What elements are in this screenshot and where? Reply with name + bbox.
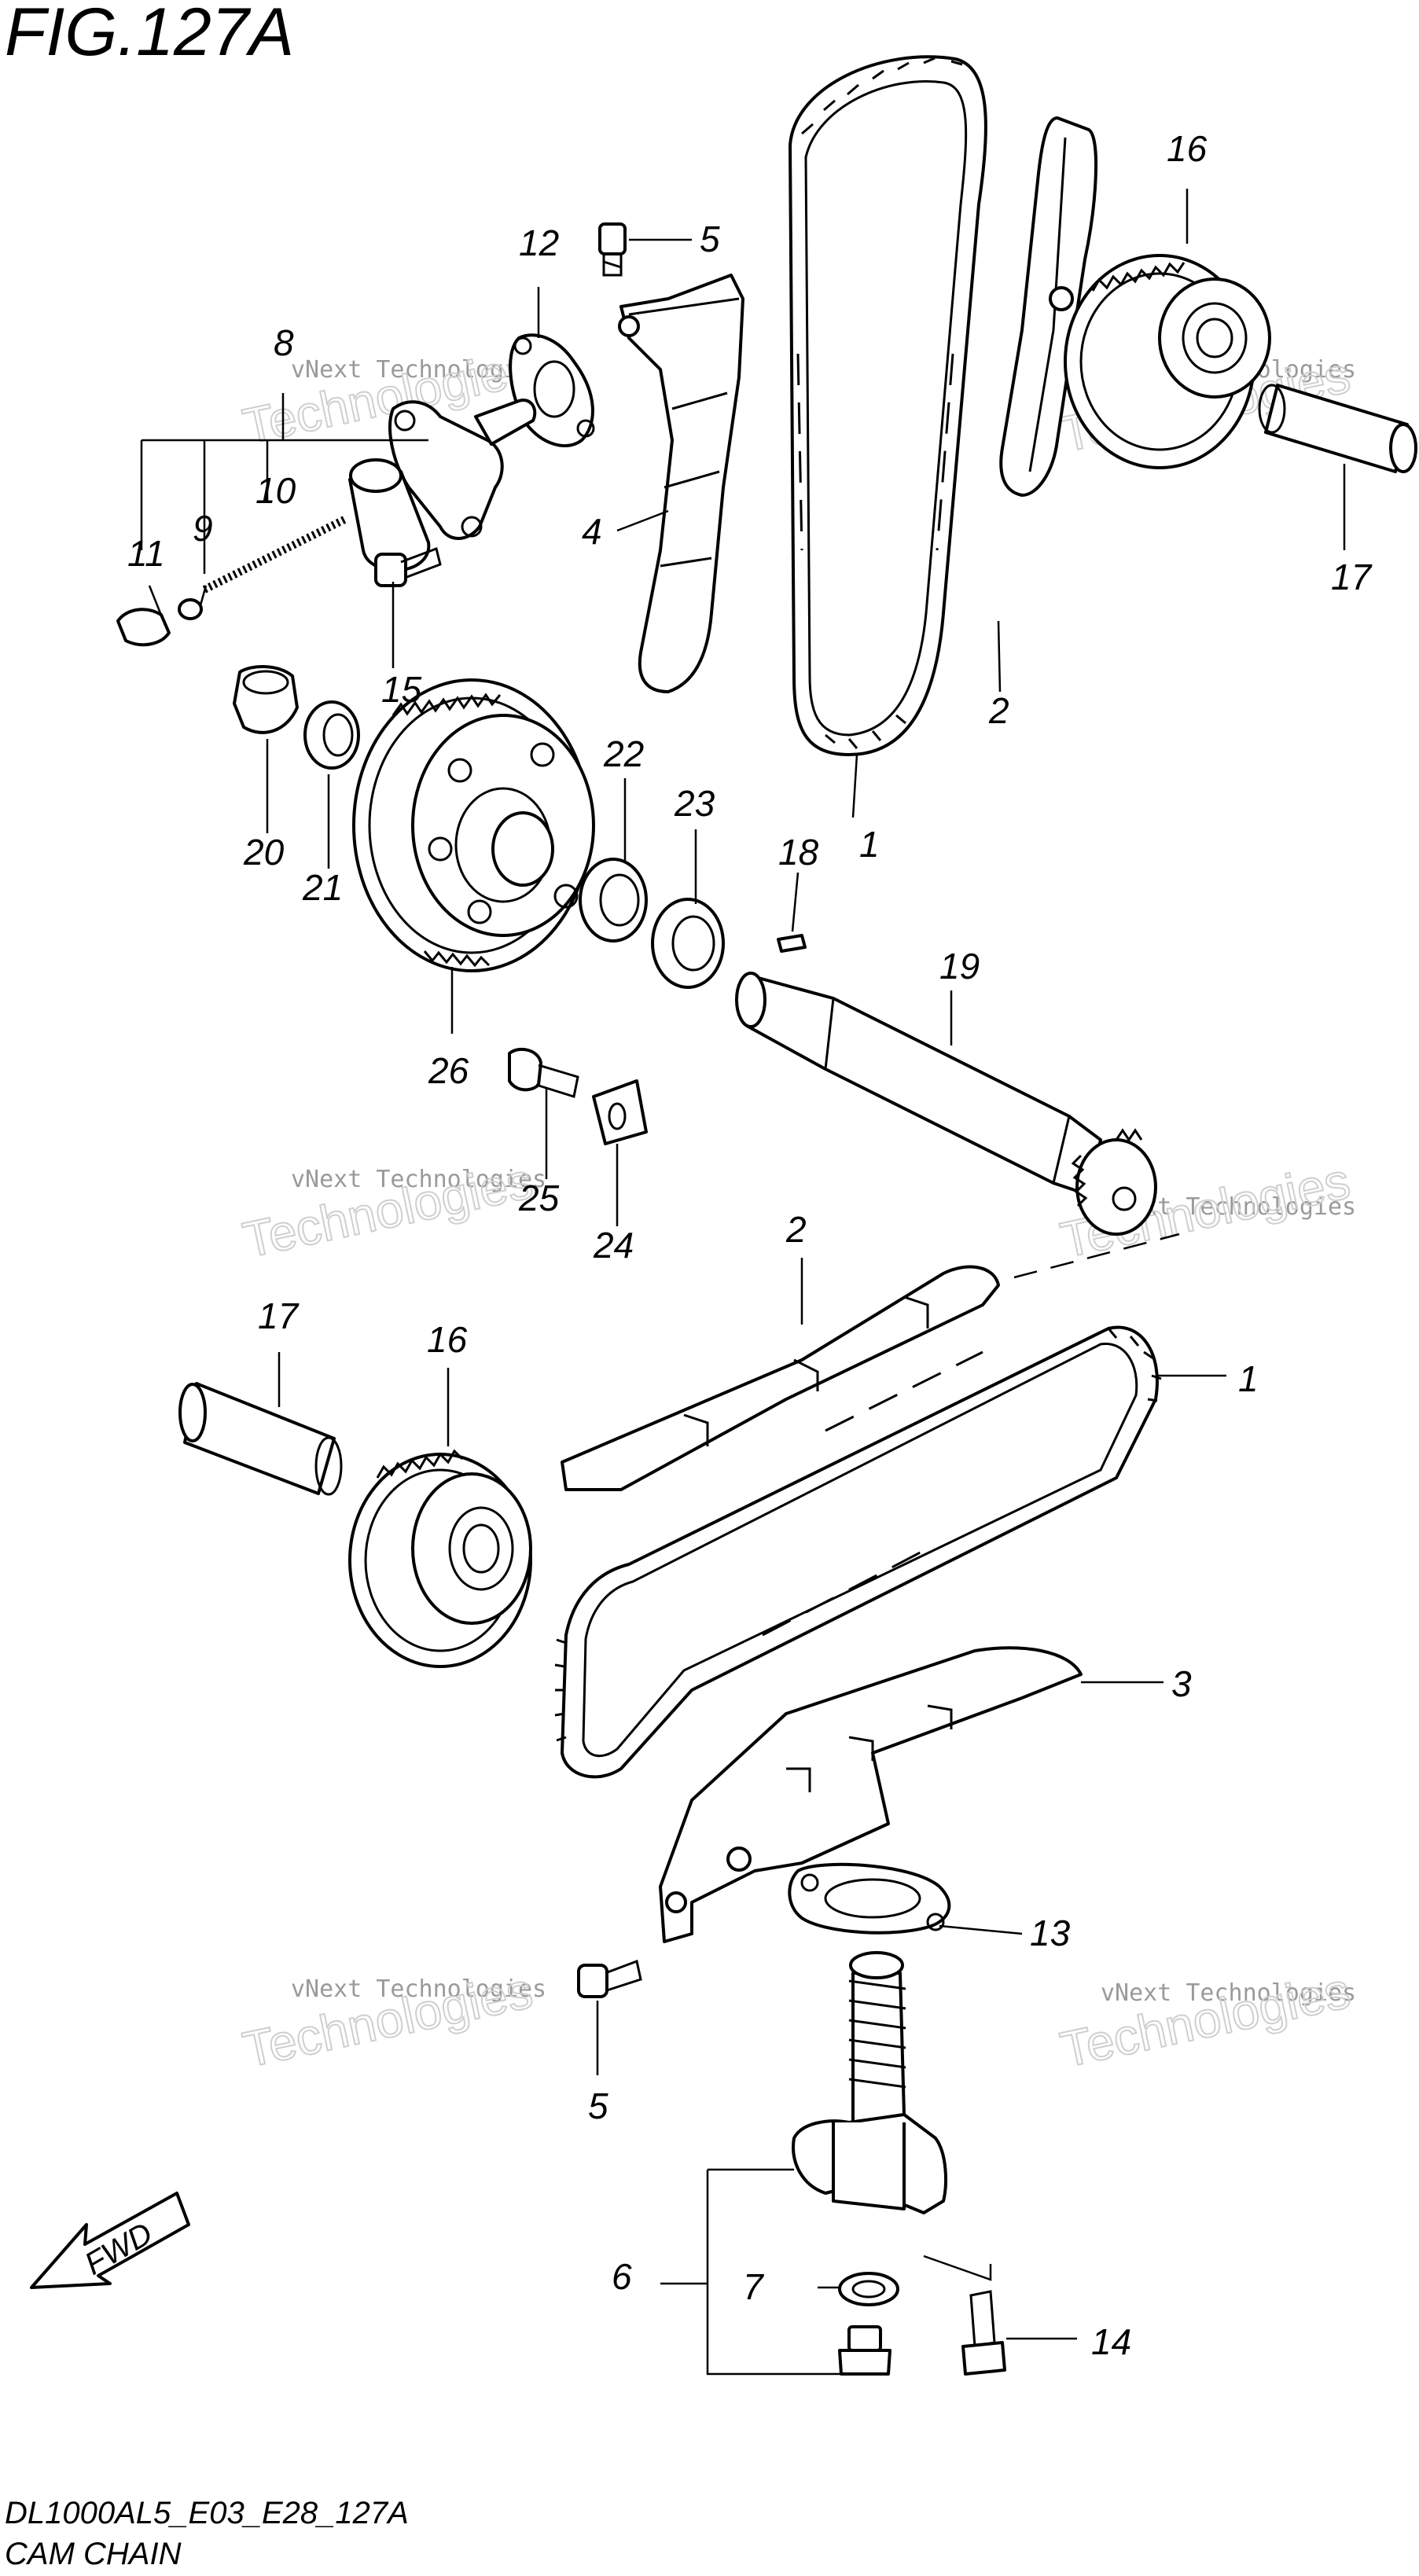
washer-7	[838, 2272, 899, 2306]
tensioner-assembly-upper	[116, 399, 537, 647]
fwd-arrow: FWD	[30, 2192, 190, 2289]
gear-26	[352, 678, 595, 972]
leader-lines	[140, 189, 1346, 2376]
bolt-lower	[577, 1959, 642, 1998]
callout-19: 19	[939, 946, 980, 987]
callout-18: 18	[778, 832, 819, 873]
callout-17: 17	[1331, 557, 1373, 597]
callout-10: 10	[255, 470, 296, 511]
shaft-19	[735, 972, 1157, 1236]
bolt-25	[508, 1047, 579, 1098]
pin-17-upper	[1258, 384, 1417, 473]
callout-17: 17	[258, 1295, 300, 1336]
nut-20	[233, 665, 299, 734]
watermark-text: vNext Technologies	[1101, 1979, 1356, 2007]
pin-17-lower	[178, 1382, 343, 1496]
callout-16: 16	[427, 1319, 468, 1360]
callout-14: 14	[1091, 2321, 1131, 2362]
callout-12: 12	[519, 222, 559, 263]
callout-3: 3	[1171, 1663, 1192, 1704]
callout-9: 9	[193, 508, 213, 549]
watermark-text: vNext Technologies	[291, 1975, 546, 2003]
callout-2: 2	[988, 690, 1009, 731]
callout-21: 21	[302, 867, 343, 908]
lock-plate-24	[592, 1079, 648, 1145]
figure-code: DL1000AL5_E03_E28_127A	[5, 2496, 409, 2530]
callout-11: 11	[127, 533, 165, 574]
callout-23: 23	[674, 783, 715, 824]
cam-chain-upper	[789, 55, 987, 756]
callout-25: 25	[518, 1178, 560, 1218]
gasket-13	[788, 1862, 951, 1935]
gear-16-upper	[1064, 254, 1271, 469]
callout-7: 7	[743, 2266, 764, 2307]
callout-4: 4	[582, 511, 602, 552]
figure-title: FIG.127A	[5, 0, 294, 70]
callout-2: 2	[785, 1209, 807, 1250]
callout-26: 26	[428, 1050, 469, 1091]
chain-guide-lower	[561, 1265, 1000, 1491]
chain-guide-upper	[999, 116, 1098, 497]
callout-5: 5	[700, 219, 720, 259]
watermark-text: vNext Technologies	[291, 356, 546, 384]
watermark-text: vNext Technologies	[291, 1166, 546, 1193]
callout-22: 22	[603, 733, 644, 774]
callout-13: 13	[1030, 1913, 1071, 1953]
bearing-23	[651, 898, 725, 989]
callout-1: 1	[1238, 1358, 1259, 1399]
callout-8: 8	[274, 322, 294, 363]
washer-21	[303, 700, 360, 770]
bolt-14	[961, 2290, 1006, 2376]
callout-16: 16	[1167, 128, 1208, 169]
cap-bolt	[838, 2325, 891, 2376]
key-18	[777, 934, 807, 953]
tensioner-adjuster-6	[792, 1951, 947, 2214]
figure-name: CAM CHAIN	[5, 2537, 182, 2571]
cam-chain-lower	[554, 1325, 1162, 1779]
gasket-12	[509, 333, 595, 448]
bearing-22	[579, 858, 648, 943]
callout-20: 20	[243, 832, 285, 873]
callout-6: 6	[612, 2256, 632, 2297]
bolt-upper	[598, 222, 692, 277]
callout-1: 1	[859, 824, 880, 865]
callout-5: 5	[588, 2085, 608, 2126]
gear-16-lower	[348, 1449, 532, 1668]
callout-labels: 1 1 2 2 3 4 5 5 6 7 8 9 10 11 12 13 14 1…	[127, 128, 1373, 2362]
tensioner-arm-upper	[618, 274, 744, 693]
callout-15: 15	[381, 669, 422, 710]
bolt-15	[374, 547, 442, 587]
callout-24: 24	[593, 1225, 634, 1266]
tensioner-arm-lower	[659, 1646, 1083, 1943]
